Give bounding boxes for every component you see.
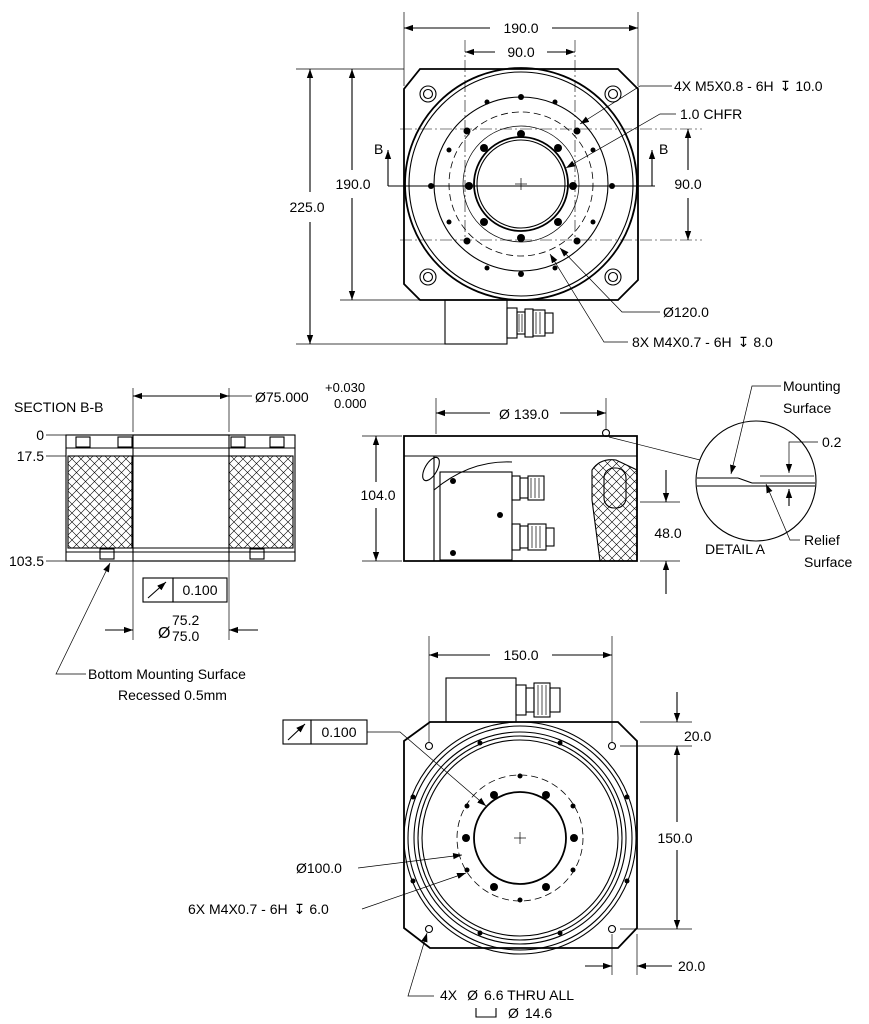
detail-relief-1: Relief — [804, 532, 840, 548]
dim-bottom-width: 150.0 — [503, 647, 538, 663]
detail-mounting-2: Surface — [783, 400, 831, 416]
note-bottom-mounting-2: Recessed 0.5mm — [118, 687, 227, 703]
section-b-b: SECTION B-B 0 17.5 103.5 Ø75.000 +0.030 — [9, 380, 367, 703]
side-breakout-hatch — [591, 459, 638, 562]
svg-text:0.100: 0.100 — [182, 582, 217, 598]
depth-label-0: 0 — [36, 427, 44, 443]
side-connector-box — [439, 471, 513, 561]
bolt-circle-120 — [448, 111, 594, 257]
dim-overall-width: 190.0 — [503, 20, 538, 36]
dim-recess-lower: 75.0 — [172, 628, 199, 644]
svg-text:Ø: Ø — [158, 625, 170, 642]
bottom-view: 150.0 150.0 20.0 20.0 0.100 Ø100.0 — [188, 636, 711, 1021]
dim-bolt-spacing: 90.0 — [507, 44, 534, 60]
dim-side-lower-height: 48.0 — [654, 525, 681, 541]
depth-label-103-5: 103.5 — [9, 553, 44, 569]
bottom-bolt-circle — [456, 774, 584, 902]
detail-gap: 0.2 — [822, 434, 842, 450]
connector-housing — [444, 299, 508, 345]
top-body-outline — [403, 68, 639, 301]
bottom-body-outline — [403, 721, 638, 949]
section-wall-right — [228, 455, 294, 549]
svg-text:B: B — [374, 141, 383, 157]
dim-edge-offset-top: 20.0 — [684, 728, 711, 744]
detail-mounting-1: Mounting — [783, 378, 841, 394]
detail-title: DETAIL A — [705, 541, 766, 557]
dim-overall-height: 225.0 — [289, 199, 324, 215]
bottom-holes — [410, 740, 630, 936]
runout-frame-section: 0.100 — [142, 577, 228, 603]
note-chamfer: 1.0 CHFR — [680, 106, 742, 122]
section-bore — [132, 434, 230, 562]
runout-frame-bottom: 0.100 — [282, 719, 368, 745]
section-title: SECTION B-B — [14, 399, 103, 415]
bottom-connector-housing — [445, 677, 517, 723]
dim-edge-offset-bottom: 20.0 — [678, 958, 705, 974]
outer-ring — [404, 67, 638, 301]
depth-label-17-5: 17.5 — [17, 448, 44, 464]
section-marker-left: B — [374, 141, 392, 186]
svg-text:0.100: 0.100 — [321, 724, 356, 740]
top-view: B B 190.0 90.0 225.0 190.0 90.0 — [289, 12, 823, 350]
side-plug-upper — [511, 475, 545, 501]
dim-recess-upper: 75.2 — [172, 612, 199, 628]
m4-hole-pattern — [428, 94, 615, 277]
dim-bore-tol-upper: +0.030 — [325, 380, 365, 395]
side-plug-lower — [511, 523, 555, 551]
bottom-connector-plug — [515, 682, 561, 718]
dim-bore-diameter: Ø75.000 — [255, 389, 309, 405]
note-m5-holes: 4X M5X0.8 - 6H↧10.0 — [674, 78, 823, 94]
section-wall-left — [67, 455, 133, 549]
dim-bolt-spacing-vertical: 90.0 — [674, 176, 701, 192]
bottom-bore — [473, 791, 567, 885]
dim-side-height: 104.0 — [360, 487, 395, 503]
note-bottom-m4-holes: 6X M4X0.7 - 6H↧6.0 — [188, 901, 329, 917]
detail-relief-2: Surface — [804, 554, 852, 570]
note-bottom-mounting-1: Bottom Mounting Surface — [88, 666, 246, 682]
detail-circle — [695, 420, 817, 542]
connector-plug — [506, 307, 554, 339]
dim-bottom-pitch-diameter: Ø100.0 — [296, 860, 342, 876]
dim-body-height: 190.0 — [335, 176, 370, 192]
section-marker-right: B — [648, 141, 668, 186]
corner-holes — [419, 85, 622, 286]
svg-text:B: B — [659, 141, 668, 157]
dim-pitch-diameter: Ø120.0 — [663, 304, 709, 320]
dim-bore-tol-lower: 0.000 — [334, 396, 367, 411]
note-m4-holes: 8X M4X0.7 - 6H↧8.0 — [632, 334, 773, 350]
dim-bottom-height: 150.0 — [657, 830, 692, 846]
detail-a: Mounting Surface 0.2 DETAIL A Relief Sur… — [695, 378, 852, 570]
